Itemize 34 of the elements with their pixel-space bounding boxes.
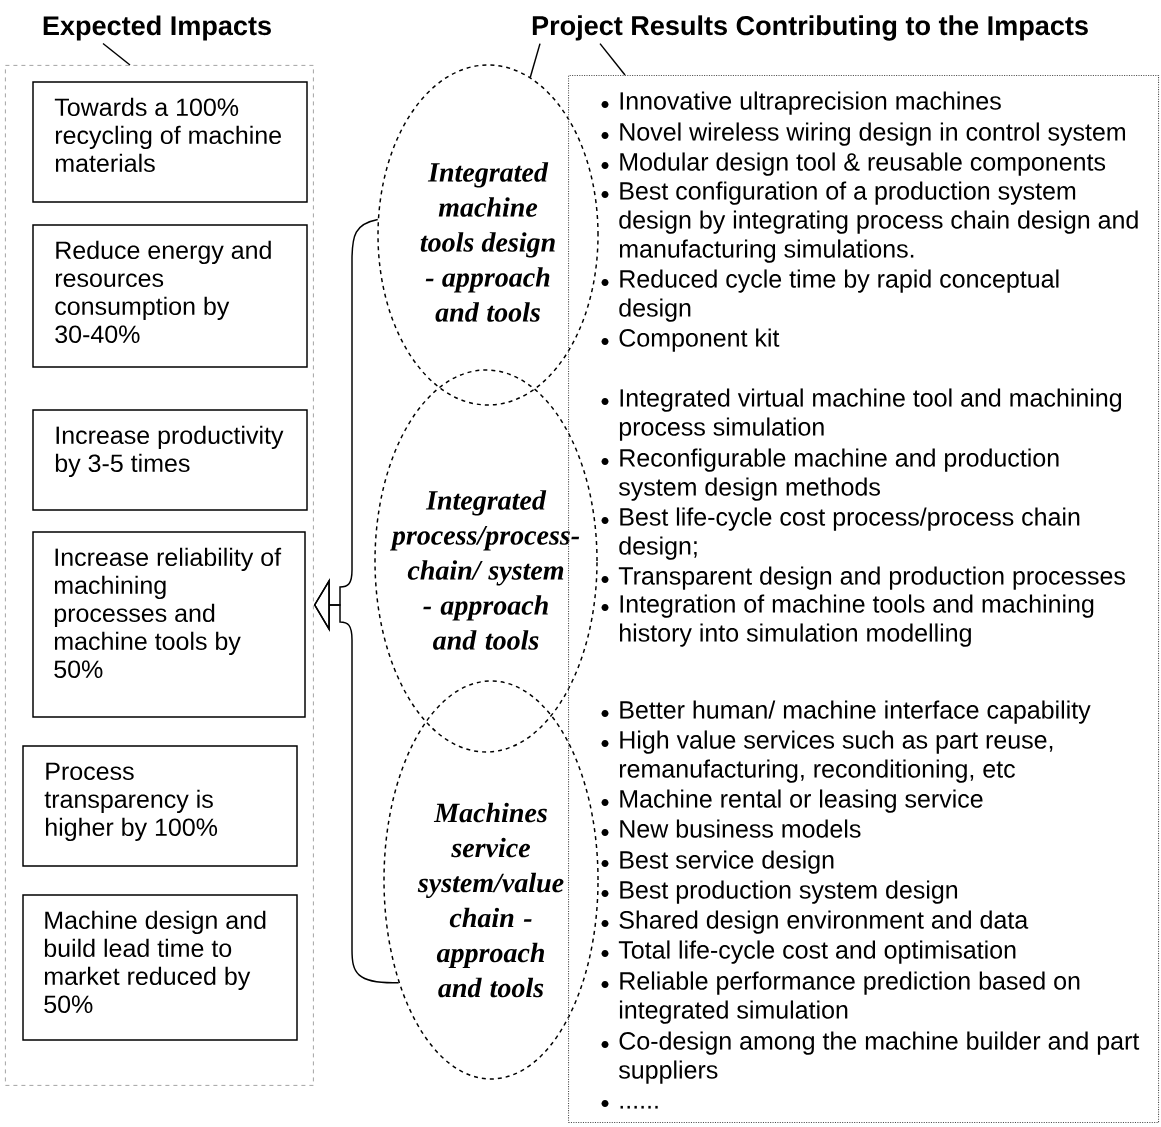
impact-box: Increase productivity by 3-5 times	[32, 409, 308, 511]
leader-line	[102, 42, 131, 66]
bullet-item: Best production system design	[601, 880, 958, 904]
bullet-item: ......	[601, 1100, 658, 1109]
impact-box: Reduce energy and resources consumption by 30-40%	[32, 224, 308, 368]
bullet-item: Machine rental or leasing service	[601, 789, 983, 813]
impacts-panel	[5, 65, 314, 1086]
bullet-item: Reconfigurable machine and production system design methods	[601, 448, 1059, 501]
leader-line	[599, 42, 626, 76]
bullet-item: High value services such as part reuse, remanufacturing, reconditioning, etc	[601, 730, 1053, 783]
bullet-item: Best life-cycle cost process/process chain design;	[601, 507, 1080, 560]
bullet-item: Better human/ machine interface capability	[601, 700, 1091, 724]
bullet-item: Integration of machine tools and machining history into simulation modelling	[601, 594, 1094, 647]
bullet-item: Total life-cycle cost and optimisation	[601, 940, 1016, 964]
bullet-item: Novel wireless wiring design in control system	[601, 122, 1125, 146]
bullet-item: Reduced cycle time by rapid conceptual design	[601, 269, 1059, 322]
impact-box: Towards a 100% recycling of machine materials	[32, 81, 308, 203]
bullet-item: Modular design tool & reusable components	[601, 152, 1106, 176]
heading: Project Results Contributing to the Impacts	[532, 15, 1088, 41]
bullet-item: Best configuration of a production system design by integrating process chain design and manufacturing simulations.	[601, 181, 1138, 263]
heading: Expected Impacts	[43, 15, 271, 41]
impact-box: Process transparency is higher by 100%	[22, 745, 298, 867]
bullet-item: Integrated virtual machine tool and machining process simulation	[601, 388, 1122, 441]
bullet-item: Best service design	[601, 850, 834, 874]
bullet-item: Innovative ultraprecision machines	[601, 91, 1001, 115]
bullet-item: Component kit	[601, 328, 780, 352]
bullet-item: Shared design environment and data	[601, 910, 1029, 934]
impact-box: Machine design and build lead time to market reduced by 50%	[22, 894, 298, 1041]
impact-box: Increase reliability of machining processes and machine tools by 50%	[32, 531, 306, 718]
bullet-item: Reliable performance prediction based on integrated simulation	[601, 971, 1080, 1024]
leader-line	[529, 42, 541, 78]
bullet-item: Transparent design and production processes	[601, 566, 1125, 590]
bullet-item: New business models	[601, 819, 861, 838]
bullet-item: Co-design among the machine builder and part suppliers	[601, 1031, 1140, 1084]
